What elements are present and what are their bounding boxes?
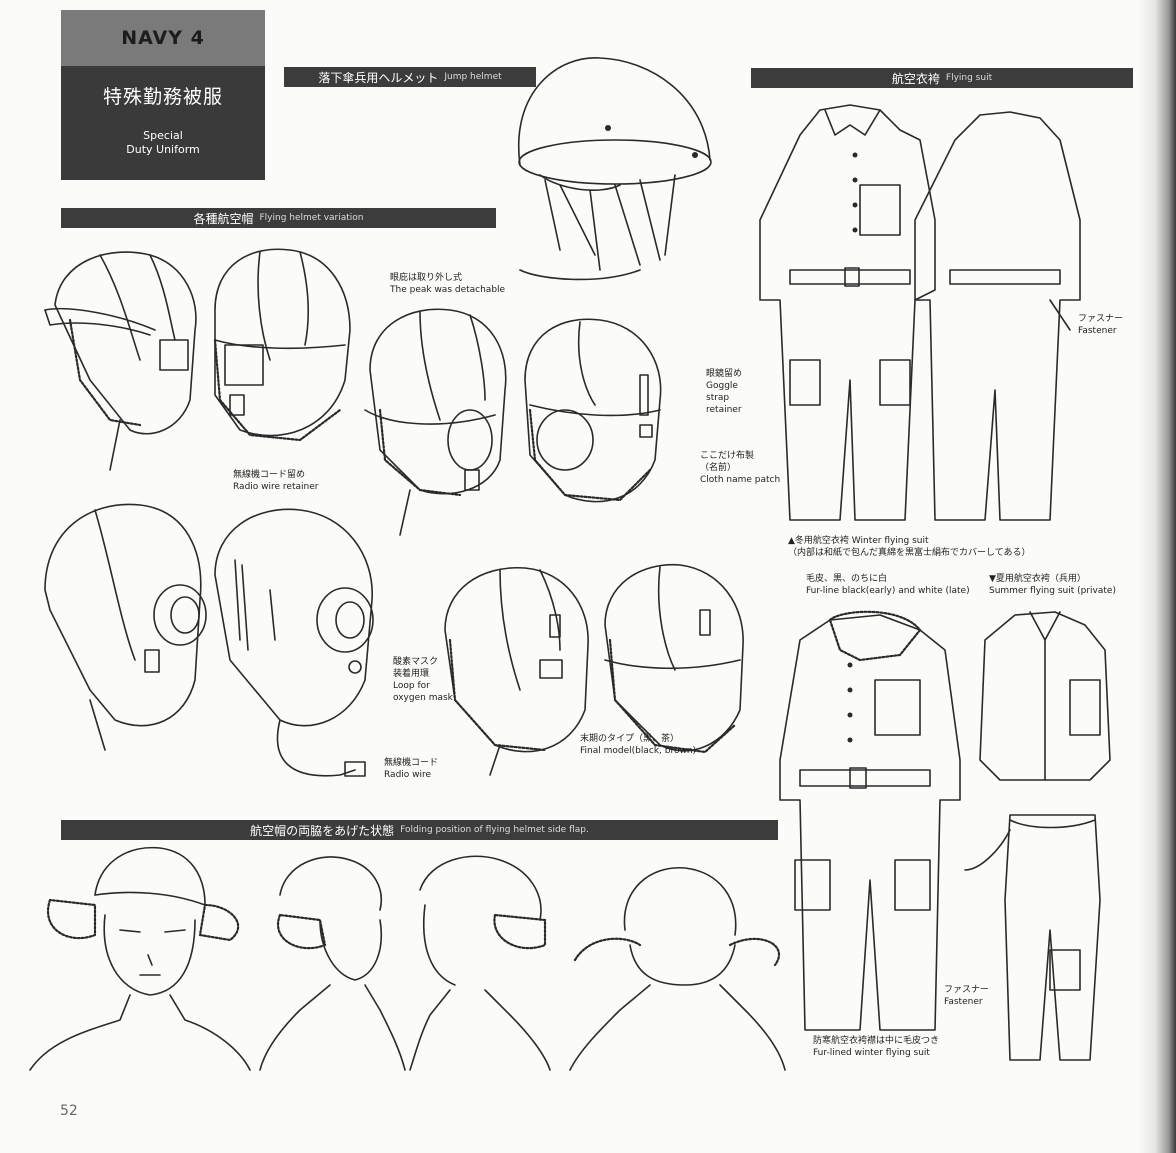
head-back-drawing — [569, 867, 786, 1071]
helmet-3-drawing — [364, 308, 507, 536]
jump-helmet-drawing — [517, 57, 712, 281]
label-fastener-top: ファスナー Fastener — [1078, 313, 1123, 337]
section-bar-side-flap: 航空帽の両脇をあげた状態 Folding position of flying … — [61, 820, 778, 840]
section-bar-en: Folding position of flying helmet side f… — [400, 825, 589, 835]
section-bar-jp: 航空衣袴 — [891, 71, 940, 86]
page-title-en-line1: Special — [143, 129, 183, 142]
page-title-jp: 特殊勤務被服 — [102, 86, 223, 108]
helmet-5-drawing — [44, 503, 207, 751]
label-cloth-jp2: （名前） — [700, 463, 737, 473]
label-winter-suit-note: （内部は和紙で包んだ真綿を黒富士絹布でカバーしてある） — [788, 548, 1031, 558]
label-fastener-top-jp: ファスナー — [1078, 314, 1124, 324]
label-fastener-bottom: ファスナー Fastener — [944, 984, 989, 1008]
label-cloth-jp1: ここだけ布製 — [700, 451, 755, 461]
label-fur-line-en: Fur-line black(early) and white (late) — [806, 586, 970, 596]
section-bar-jp: 落下傘兵用ヘルメット — [318, 70, 439, 85]
winter-suit-back-drawing — [914, 111, 1081, 521]
label-peak-en: The peak was detachable — [390, 285, 506, 295]
label-peak: 眼庇は取り外し式 The peak was detachable — [390, 272, 505, 296]
helmet-1-drawing — [44, 251, 197, 471]
label-fur-lined-jp: 防寒航空衣袴襟は中に毛皮つき — [813, 1036, 940, 1046]
label-radio-wire-jp: 無線機コード — [384, 758, 439, 768]
label-radio-retainer-en: Radio wire retainer — [233, 482, 319, 492]
label-radio-retainer-jp: 無線機コード留め — [233, 470, 306, 480]
label-cloth-name: ここだけ布製 （名前） Cloth name patch — [700, 450, 780, 486]
label-oxygen-en1: Loop for — [393, 681, 430, 691]
helmet-6-drawing — [214, 508, 374, 777]
label-winter-suit: ▲冬用航空衣袴 Winter flying suit （内部は和紙で包んだ真綿を… — [788, 535, 1030, 559]
helmet-7-drawing — [444, 567, 589, 776]
page-number: 52 — [60, 1103, 78, 1119]
label-fastener-bottom-en: Fastener — [944, 997, 983, 1007]
label-oxygen: 酸素マスク 装着用環 Loop for oxygen mask — [393, 656, 453, 704]
helmet-2-drawing — [213, 248, 351, 442]
page-title-box: 特殊勤務被服 Special Duty Uniform — [61, 66, 265, 180]
label-fastener-top-en: Fastener — [1078, 326, 1117, 336]
label-fur-line-jp: 毛皮、黒、のちに白 — [806, 574, 888, 584]
face-front-drawing — [29, 846, 251, 1071]
section-tag: NAVY 4 — [61, 10, 265, 66]
page-title-en-line2: Duty Uniform — [126, 143, 200, 156]
section-bar-en: Jump helmet — [444, 72, 502, 82]
face-profile-2-drawing — [409, 855, 551, 1071]
face-profile-1-drawing — [259, 856, 406, 1071]
label-radio-retainer: 無線機コード留め Radio wire retainer — [233, 469, 318, 493]
label-cloth-en: Cloth name patch — [700, 475, 781, 485]
helmet-4-drawing — [524, 318, 662, 503]
section-bar-helmet-variation: 各種航空帽 Flying helmet variation — [61, 208, 496, 228]
label-goggle: 眼鏡留め Goggle strap retainer — [706, 368, 742, 416]
section-bar-flying-suit: 航空衣袴 Flying suit — [751, 68, 1133, 88]
label-final-model: 末期のタイプ（黒、茶） Final model(black, brown) — [580, 733, 696, 757]
book-spine-shadow — [1138, 0, 1176, 1153]
summer-trousers-drawing — [964, 814, 1101, 1061]
page-title-en: Special Duty Uniform — [61, 129, 265, 157]
label-fur-lined-en: Fur-lined winter flying suit — [813, 1048, 930, 1058]
section-bar-jp: 航空帽の両脇をあげた状態 — [250, 823, 395, 838]
label-goggle-jp: 眼鏡留め — [706, 369, 743, 379]
section-tag-text: NAVY 4 — [121, 27, 205, 49]
label-fur-line: 毛皮、黒、のちに白 Fur-line black(early) and whit… — [806, 573, 970, 597]
label-summer-suit-en: Summer flying suit (private) — [989, 586, 1116, 596]
label-goggle-en3: retainer — [706, 405, 742, 415]
fur-lined-suit-drawing — [779, 610, 961, 1031]
label-final-model-en: Final model(black, brown) — [580, 746, 697, 756]
label-goggle-en1: Goggle — [706, 381, 738, 391]
label-summer-suit: ▼夏用航空衣袴（兵用） Summer flying suit (private) — [989, 573, 1116, 597]
label-radio-wire-en: Radio wire — [384, 770, 432, 780]
label-peak-jp: 眼庇は取り外し式 — [390, 273, 463, 283]
label-goggle-en2: strap — [706, 393, 730, 403]
section-bar-jp: 各種航空帽 — [193, 211, 254, 226]
label-fur-lined: 防寒航空衣袴襟は中に毛皮つき Fur-lined winter flying s… — [813, 1035, 939, 1059]
section-bar-en: Flying helmet variation — [259, 213, 364, 223]
section-bar-en: Flying suit — [945, 73, 993, 83]
label-fastener-bottom-jp: ファスナー — [944, 985, 990, 995]
label-oxygen-jp1: 酸素マスク — [393, 657, 439, 667]
label-final-model-jp: 末期のタイプ（黒、茶） — [580, 734, 680, 744]
label-summer-suit-jp: ▼夏用航空衣袴（兵用） — [989, 574, 1086, 584]
label-radio-wire: 無線機コード Radio wire — [384, 757, 438, 781]
label-winter-suit-jp: ▲冬用航空衣袴 Winter flying suit — [788, 536, 929, 546]
summer-jacket-drawing — [979, 611, 1111, 781]
label-oxygen-en2: oxygen mask — [393, 693, 453, 703]
label-oxygen-jp2: 装着用環 — [393, 669, 430, 679]
winter-suit-front-drawing — [759, 104, 936, 521]
section-bar-jump-helmet: 落下傘兵用ヘルメット Jump helmet — [284, 67, 536, 87]
helmet-8-drawing — [604, 563, 744, 754]
